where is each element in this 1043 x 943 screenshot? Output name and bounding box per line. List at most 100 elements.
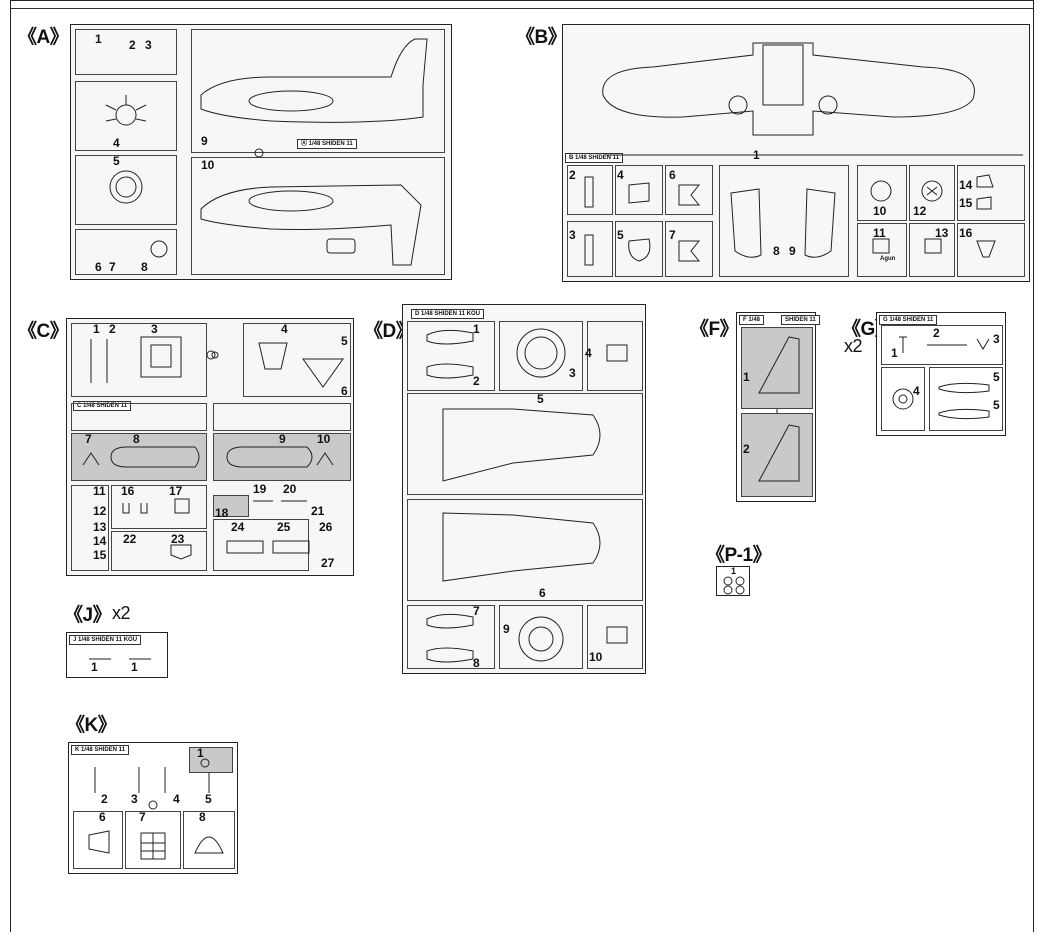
sprue-c-part-21: 21	[311, 504, 325, 518]
sprue-g-tag: G 1/48 SHIDEN 11	[879, 315, 938, 325]
sprue-c-label: 《C》	[18, 321, 69, 342]
sprue-k-part-1: 1	[197, 746, 204, 760]
sprue-k-tag: K 1/48 SHIDEN 11	[71, 745, 130, 755]
sprue-b-cell-6	[665, 165, 713, 215]
sprue-a-part-6: 6	[95, 260, 102, 274]
sprue-k-cell-7	[125, 811, 181, 869]
sprue-b-cell-flaps	[719, 165, 849, 277]
sprue-p1-part-1: 1	[731, 566, 737, 576]
sprue-b-cell-5	[615, 221, 663, 277]
sprue-d-part-10: 10	[589, 650, 603, 664]
sprue-c-cell-22-23	[111, 531, 207, 571]
sprue-k-part-4: 4	[173, 792, 180, 806]
sprue-b-cell-3	[567, 221, 613, 277]
sprue-j-multiplier: x2	[112, 603, 131, 623]
sprue-k-label: 《K》	[66, 715, 117, 736]
sprue-a-cell-5	[75, 155, 177, 225]
sprue-d-part-6: 6	[539, 586, 546, 600]
sprue-k-cell-8	[183, 811, 235, 869]
sprue-b-cell-14-15	[957, 165, 1025, 221]
sprue-c-cell-1-3	[71, 323, 207, 397]
sprue-b-cell-2	[567, 165, 613, 215]
sprue-c-part-18: 18	[215, 506, 229, 520]
sprue-c-part-4: 4	[281, 322, 288, 336]
sprue-k-part-6: 6	[99, 810, 106, 824]
sprue-f-tag-left: F 1/48	[739, 315, 765, 325]
sprue-d-part-5: 5	[537, 392, 544, 406]
sprue-d: D 1/48 SHIDEN 11 KOU 1 2 3 4 5 6 7 8 9 1…	[402, 304, 646, 674]
sprue-b-part-14: 14	[959, 178, 973, 192]
sprue-g-multiplier: x2	[844, 336, 863, 356]
sprue-c-part-26: 26	[319, 520, 333, 534]
sprue-b-label: 《B》	[516, 27, 567, 48]
sprue-c-part-8: 8	[133, 432, 140, 446]
sprue-d-cell-1-2	[407, 321, 495, 391]
sprue-j-tag: J 1/48 SHIDEN 11 KOU	[69, 635, 142, 645]
sprue-c-cell-strip-left	[71, 403, 207, 431]
sprue-a-cell-small	[75, 29, 177, 75]
sprue-j-part-1b: 1	[131, 660, 138, 674]
sprue-k-parts-drawing	[88, 758, 224, 860]
sprue-c-part-9: 9	[279, 432, 286, 446]
sprue-b: B 1/48 SHIDEN 11 1 2 3 4 5 6 7 8 9 10 11…	[562, 24, 1030, 282]
sprue-k-part-2: 2	[101, 792, 108, 806]
sprue-a-cell-4	[75, 81, 177, 151]
sprue-a-part-4: 4	[113, 136, 120, 150]
sprue-a-label: 《A》	[18, 27, 69, 48]
sprue-b-part-12: 12	[913, 204, 927, 218]
sprue-d-cell-9	[499, 605, 583, 669]
sprue-a-cell-fuselage-bottom	[191, 157, 445, 275]
sprue-g-part-5b: 5	[993, 398, 1000, 412]
sprue-f-part-2: 2	[743, 442, 750, 456]
sprue-b-part-8: 8	[773, 244, 780, 258]
sprue-d-part-7: 7	[473, 604, 480, 618]
sprue-c-part-12: 12	[93, 504, 107, 518]
sprue-a-part-10: 10	[201, 158, 215, 172]
sprue-b-part-2: 2	[569, 168, 576, 182]
sprue-c-part-6: 6	[341, 384, 348, 398]
sprue-c-part-13: 13	[93, 520, 107, 534]
sprue-a-part-3: 3	[145, 38, 152, 52]
sprue-a-part-2: 2	[129, 38, 136, 52]
sprue-a-part-8: 8	[141, 260, 148, 274]
sprue-b-cell-7	[665, 221, 713, 277]
sprue-b-cell-11	[857, 223, 907, 277]
sprue-j-parts-drawing	[89, 658, 151, 660]
sprue-f-parts-drawing	[758, 336, 800, 482]
sprue-c-part-19: 19	[253, 482, 267, 496]
sprue-a-parts-drawing	[105, 38, 428, 266]
sprue-b-part-7: 7	[669, 228, 676, 242]
sprue-c-part-20: 20	[283, 482, 297, 496]
sprue-a-part-7: 7	[109, 260, 116, 274]
sprue-g-parts-drawing	[892, 336, 990, 420]
sprue-b-part-13: 13	[935, 226, 949, 240]
sprue-k-part-5: 5	[205, 792, 212, 806]
sprue-c-part-15: 15	[93, 548, 107, 562]
sprue-g-part-2: 2	[933, 326, 940, 340]
page-frame	[10, 0, 1034, 932]
sprue-a-tag: Ⓐ 1/48 SHIDEN 11	[297, 139, 357, 149]
sprue-d-cell-10	[587, 605, 643, 669]
sprue-j-part-1a: 1	[91, 660, 98, 674]
sprue-b-cell-13	[909, 223, 955, 277]
sprue-d-part-2: 2	[473, 374, 480, 388]
sprue-f-clear-1	[741, 327, 813, 409]
sprue-f-tag-right: SHIDEN 11	[781, 315, 820, 325]
sprue-k-clear-1	[189, 747, 233, 773]
sprue-d-part-8: 8	[473, 656, 480, 670]
sprue-j-label: 《J》	[64, 605, 112, 626]
sprue-d-cell-5	[407, 393, 643, 495]
sprue-g-part-3: 3	[993, 332, 1000, 346]
sprue-a-cell-fuselage-top	[191, 29, 445, 153]
sprue-b-cell-4	[615, 165, 663, 215]
sprue-b-note: Agun	[880, 256, 896, 262]
sprue-b-part-9: 9	[789, 244, 796, 258]
sprue-b-cell-10	[857, 165, 907, 221]
sprue-d-cell-3	[499, 321, 583, 391]
sprue-a-part-5: 5	[113, 154, 120, 168]
sprue-c-parts-drawing	[82, 336, 344, 560]
sprue-a-part-1: 1	[95, 32, 102, 46]
sprue-k-part-3: 3	[131, 792, 138, 806]
sprue-k-part-7: 7	[139, 810, 146, 824]
sprue-g-part-1: 1	[891, 346, 898, 360]
